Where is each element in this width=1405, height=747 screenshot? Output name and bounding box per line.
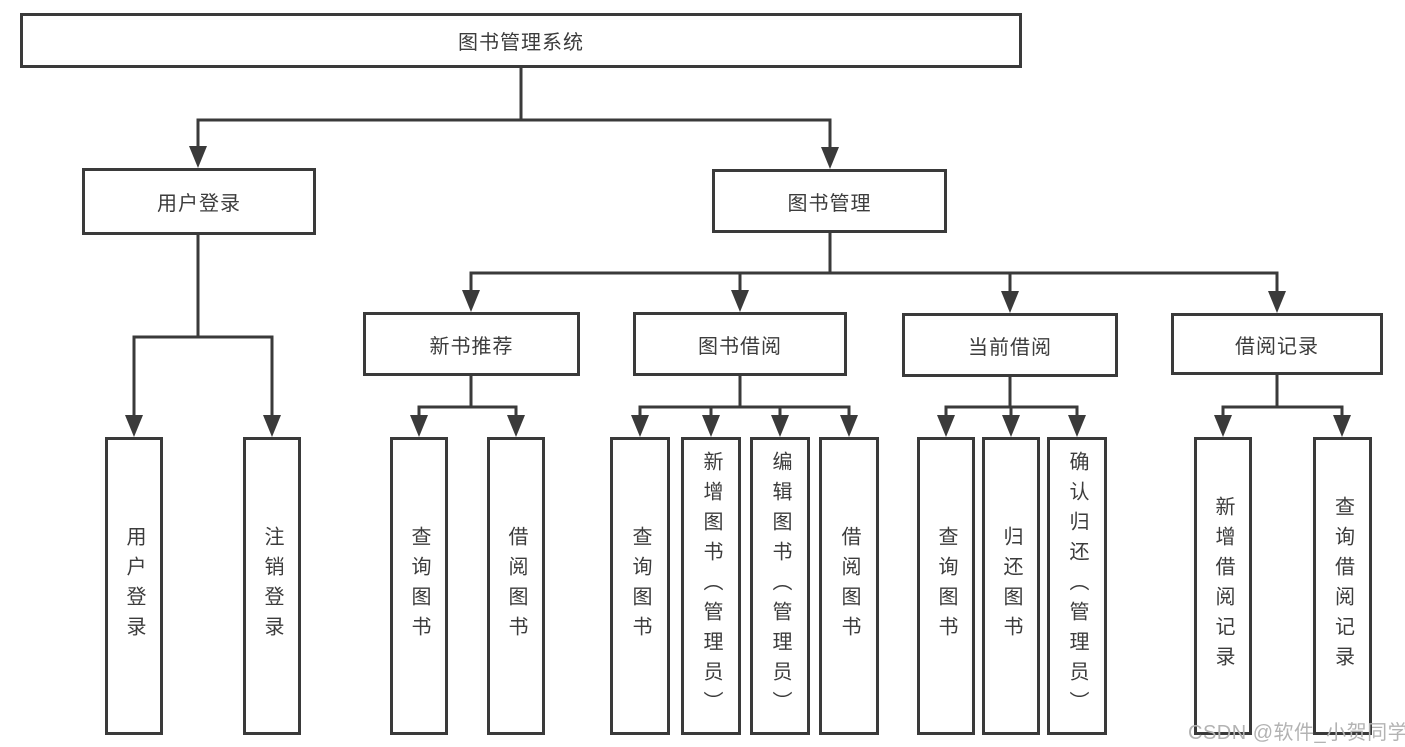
node-current-borrow: 当前借阅	[902, 313, 1118, 377]
csdn-watermark: CSDN @软件_小贺同学	[1188, 722, 1405, 744]
leaf-bb-query-books-label: 查询图书	[629, 526, 651, 646]
leaf-rcd-query-record: 查询借阅记录	[1313, 437, 1372, 735]
connector-current-to-leaves	[944, 375, 1079, 421]
connector-borrow-to-leaves	[638, 374, 851, 421]
arrowhead	[702, 415, 720, 437]
leaf-cur-confirm-return-label: 确认归还（管理员）	[1066, 451, 1088, 721]
node-root: 图书管理系统	[20, 13, 1022, 68]
leaf-cur-query-books: 查询图书	[917, 437, 975, 735]
arrowhead	[731, 290, 749, 312]
arrowhead	[840, 415, 858, 437]
arrowhead	[1002, 415, 1020, 437]
arrowhead	[1333, 415, 1351, 437]
connector-records-to-leaves	[1221, 373, 1344, 421]
node-book-borrow: 图书借阅	[633, 312, 847, 376]
node-book-borrow-label: 图书借阅	[698, 335, 782, 358]
node-borrow-records-label: 借阅记录	[1235, 335, 1319, 358]
arrowhead	[937, 415, 955, 437]
arrowhead	[462, 290, 480, 312]
node-current-borrow-label: 当前借阅	[968, 336, 1052, 359]
leaf-bb-borrow-books: 借阅图书	[819, 437, 879, 735]
connector-root-to-level2	[196, 66, 832, 153]
leaf-cur-confirm-return: 确认归还（管理员）	[1047, 437, 1107, 735]
leaf-cur-query-books-label: 查询图书	[935, 526, 957, 646]
leaf-rec-query-books: 查询图书	[390, 437, 448, 735]
leaf-user-login: 用户登录	[105, 437, 163, 735]
leaf-rcd-query-record-label: 查询借阅记录	[1331, 496, 1354, 676]
leaf-logout: 注销登录	[243, 437, 301, 735]
node-user-login: 用户登录	[82, 168, 316, 235]
arrowhead	[771, 415, 789, 437]
node-borrow-records: 借阅记录	[1171, 313, 1383, 375]
node-new-book-rec: 新书推荐	[363, 312, 580, 376]
connector-mgmt-to-level3	[469, 231, 1279, 297]
connector-login-to-leaves	[132, 233, 274, 421]
leaf-bb-add-books: 新增图书（管理员）	[681, 437, 741, 735]
leaf-rec-borrow-books: 借阅图书	[487, 437, 545, 735]
connector-rec-to-leaves	[417, 374, 518, 421]
leaf-user-login-label: 用户登录	[123, 526, 145, 646]
leaf-cur-return-books: 归还图书	[982, 437, 1040, 735]
arrowhead	[410, 415, 428, 437]
node-book-mgmt-label: 图书管理	[787, 192, 872, 215]
leaf-bb-edit-books: 编辑图书（管理员）	[750, 437, 810, 735]
arrowhead	[263, 415, 281, 437]
node-root-label: 图书管理系统	[458, 32, 584, 54]
node-user-login-label: 用户登录	[157, 193, 241, 215]
leaf-bb-query-books: 查询图书	[610, 437, 670, 735]
arrowhead	[631, 415, 649, 437]
node-new-book-rec-label: 新书推荐	[429, 335, 514, 358]
arrowhead	[189, 146, 207, 168]
leaf-bb-edit-books-label: 编辑图书（管理员）	[769, 451, 791, 721]
leaf-bb-add-books-label: 新增图书（管理员）	[700, 451, 722, 721]
leaf-logout-label: 注销登录	[261, 526, 283, 646]
leaf-bb-borrow-books-label: 借阅图书	[838, 526, 860, 646]
leaf-cur-return-books-label: 归还图书	[1000, 526, 1022, 646]
node-book-mgmt: 图书管理	[712, 169, 947, 233]
arrowhead	[125, 415, 143, 437]
arrowhead	[1068, 415, 1086, 437]
arrowhead	[1001, 291, 1019, 313]
leaf-rec-query-books-label: 查询图书	[408, 526, 430, 646]
leaf-rcd-add-record: 新增借阅记录	[1194, 437, 1252, 735]
arrowhead	[507, 415, 525, 437]
leaf-rec-borrow-books-label: 借阅图书	[505, 526, 527, 646]
arrowhead	[1214, 415, 1232, 437]
arrowhead	[1268, 291, 1286, 313]
arrowhead	[821, 147, 839, 169]
leaf-rcd-add-record-label: 新增借阅记录	[1212, 496, 1234, 676]
